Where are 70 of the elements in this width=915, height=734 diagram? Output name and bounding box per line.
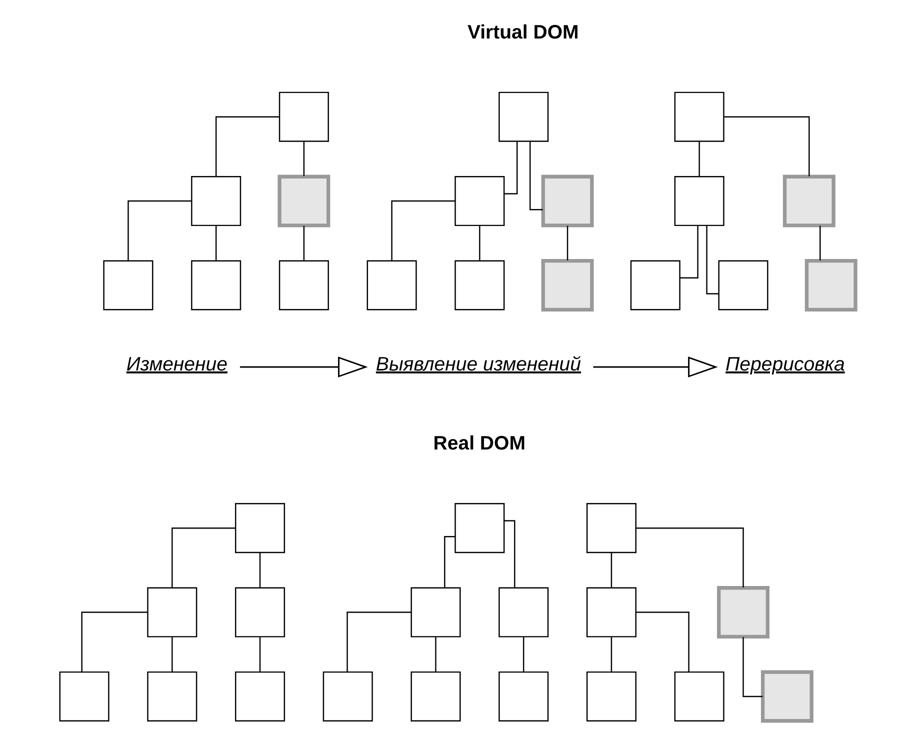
node-box [760,670,813,723]
node-box [716,586,769,639]
connector [680,226,698,279]
connector [80,612,147,672]
node-box [718,260,768,310]
connector [214,116,279,176]
node-box [498,92,548,142]
node-box [586,503,636,554]
node-box [540,259,594,312]
node-box [454,503,504,554]
node-box [454,260,504,310]
node-box [322,671,372,722]
node-box [630,260,680,310]
connector [214,226,216,260]
node-box [804,259,857,312]
node-text: Изменение [126,353,227,376]
connector [258,637,260,672]
node-box [498,671,548,722]
node-box [586,671,636,722]
connector [478,226,480,260]
connector [522,637,524,672]
node-box [234,671,285,722]
connector [819,226,820,260]
connector [698,142,700,176]
connector [434,637,436,672]
connector [566,226,568,260]
connector [724,116,810,176]
node-box [190,260,241,310]
connector [127,200,192,260]
connector [610,552,612,588]
connector [302,142,304,176]
node-box [410,671,460,722]
node-box [498,587,548,638]
connector [444,536,454,588]
node-box [146,671,197,722]
node-box [586,587,636,638]
node-box [674,176,724,226]
node-box [674,92,724,142]
node-box [278,92,328,142]
arrow [239,356,368,378]
node-box [410,587,460,638]
node-box [146,587,197,638]
label: Virtual DOM [466,22,578,44]
node-box [674,671,724,722]
node-text: Перерисовка [725,353,844,376]
node-text: Выявление изменений [375,353,580,376]
connector [302,226,304,260]
label: Real DOM [432,432,525,455]
node-box [277,174,330,228]
connector [610,637,612,672]
node-box [782,174,835,228]
connector [258,552,260,588]
connector [171,637,172,672]
node-box [234,503,285,554]
node-box [454,176,504,226]
node-box [540,174,594,228]
connector [635,612,689,672]
connector [504,520,515,588]
connector [171,527,236,588]
connector [742,637,762,698]
connector [390,200,455,260]
node-box [58,671,109,722]
node-box [102,260,153,310]
node-box [366,260,416,310]
node-box [278,260,328,310]
connector [635,527,744,588]
node-box [190,176,241,226]
connector [346,612,411,672]
arrow [592,356,718,378]
node-box [234,587,285,638]
